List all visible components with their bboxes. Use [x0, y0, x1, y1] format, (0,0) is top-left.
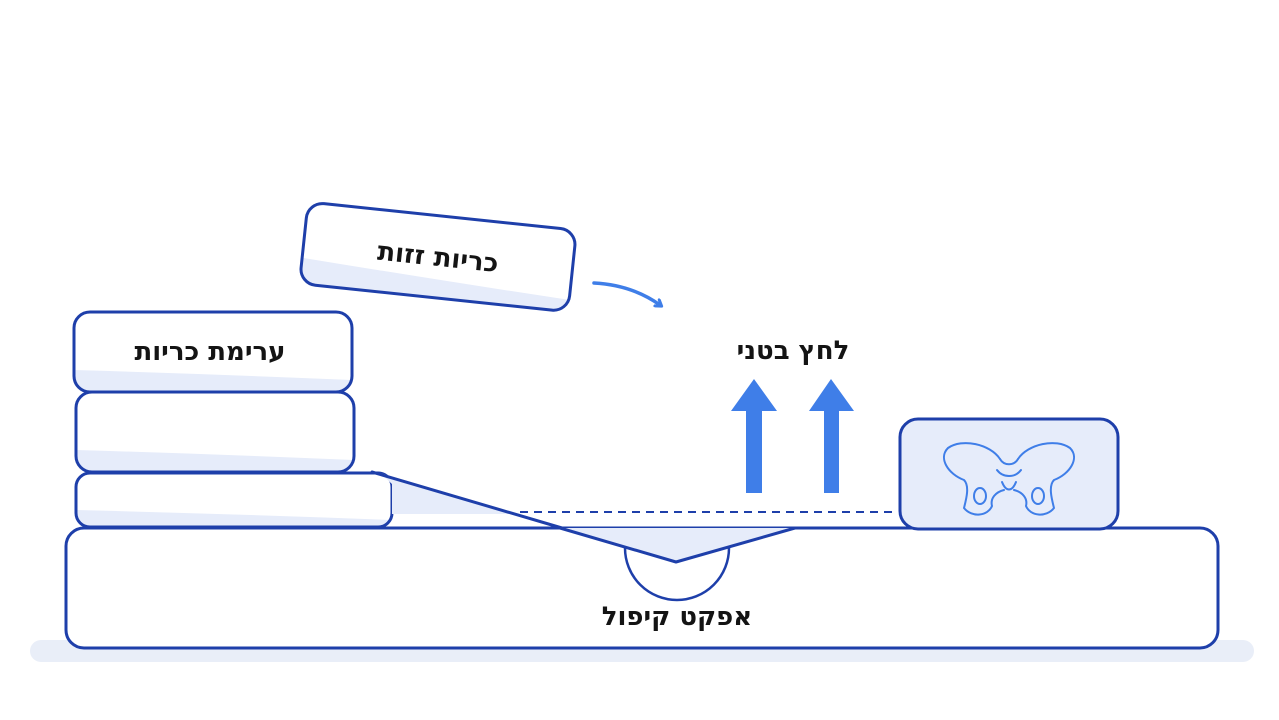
pillow-stack-middle: [74, 390, 356, 474]
pelvis-icon: [943, 442, 1075, 516]
up-arrow-icon: [731, 379, 854, 493]
folding-effect-label: אפקט קיפול: [602, 602, 752, 632]
pelvis-block: [898, 417, 1120, 531]
pillow-stack-top: [72, 310, 354, 394]
sliding-pillow: כריות זזות: [299, 202, 577, 312]
pillow-stack-label: ערימת כריות: [135, 337, 286, 367]
pillow-stack-bottom: [74, 471, 394, 529]
pillow-stack: ערימת כריות: [72, 310, 394, 529]
mattress: [64, 526, 1220, 650]
ramp-wedge: [370, 470, 564, 530]
movement-arrow: [592, 281, 660, 305]
abdominal-pressure-label: לחץ בטני: [737, 336, 850, 366]
fold-curve: [623, 547, 731, 602]
